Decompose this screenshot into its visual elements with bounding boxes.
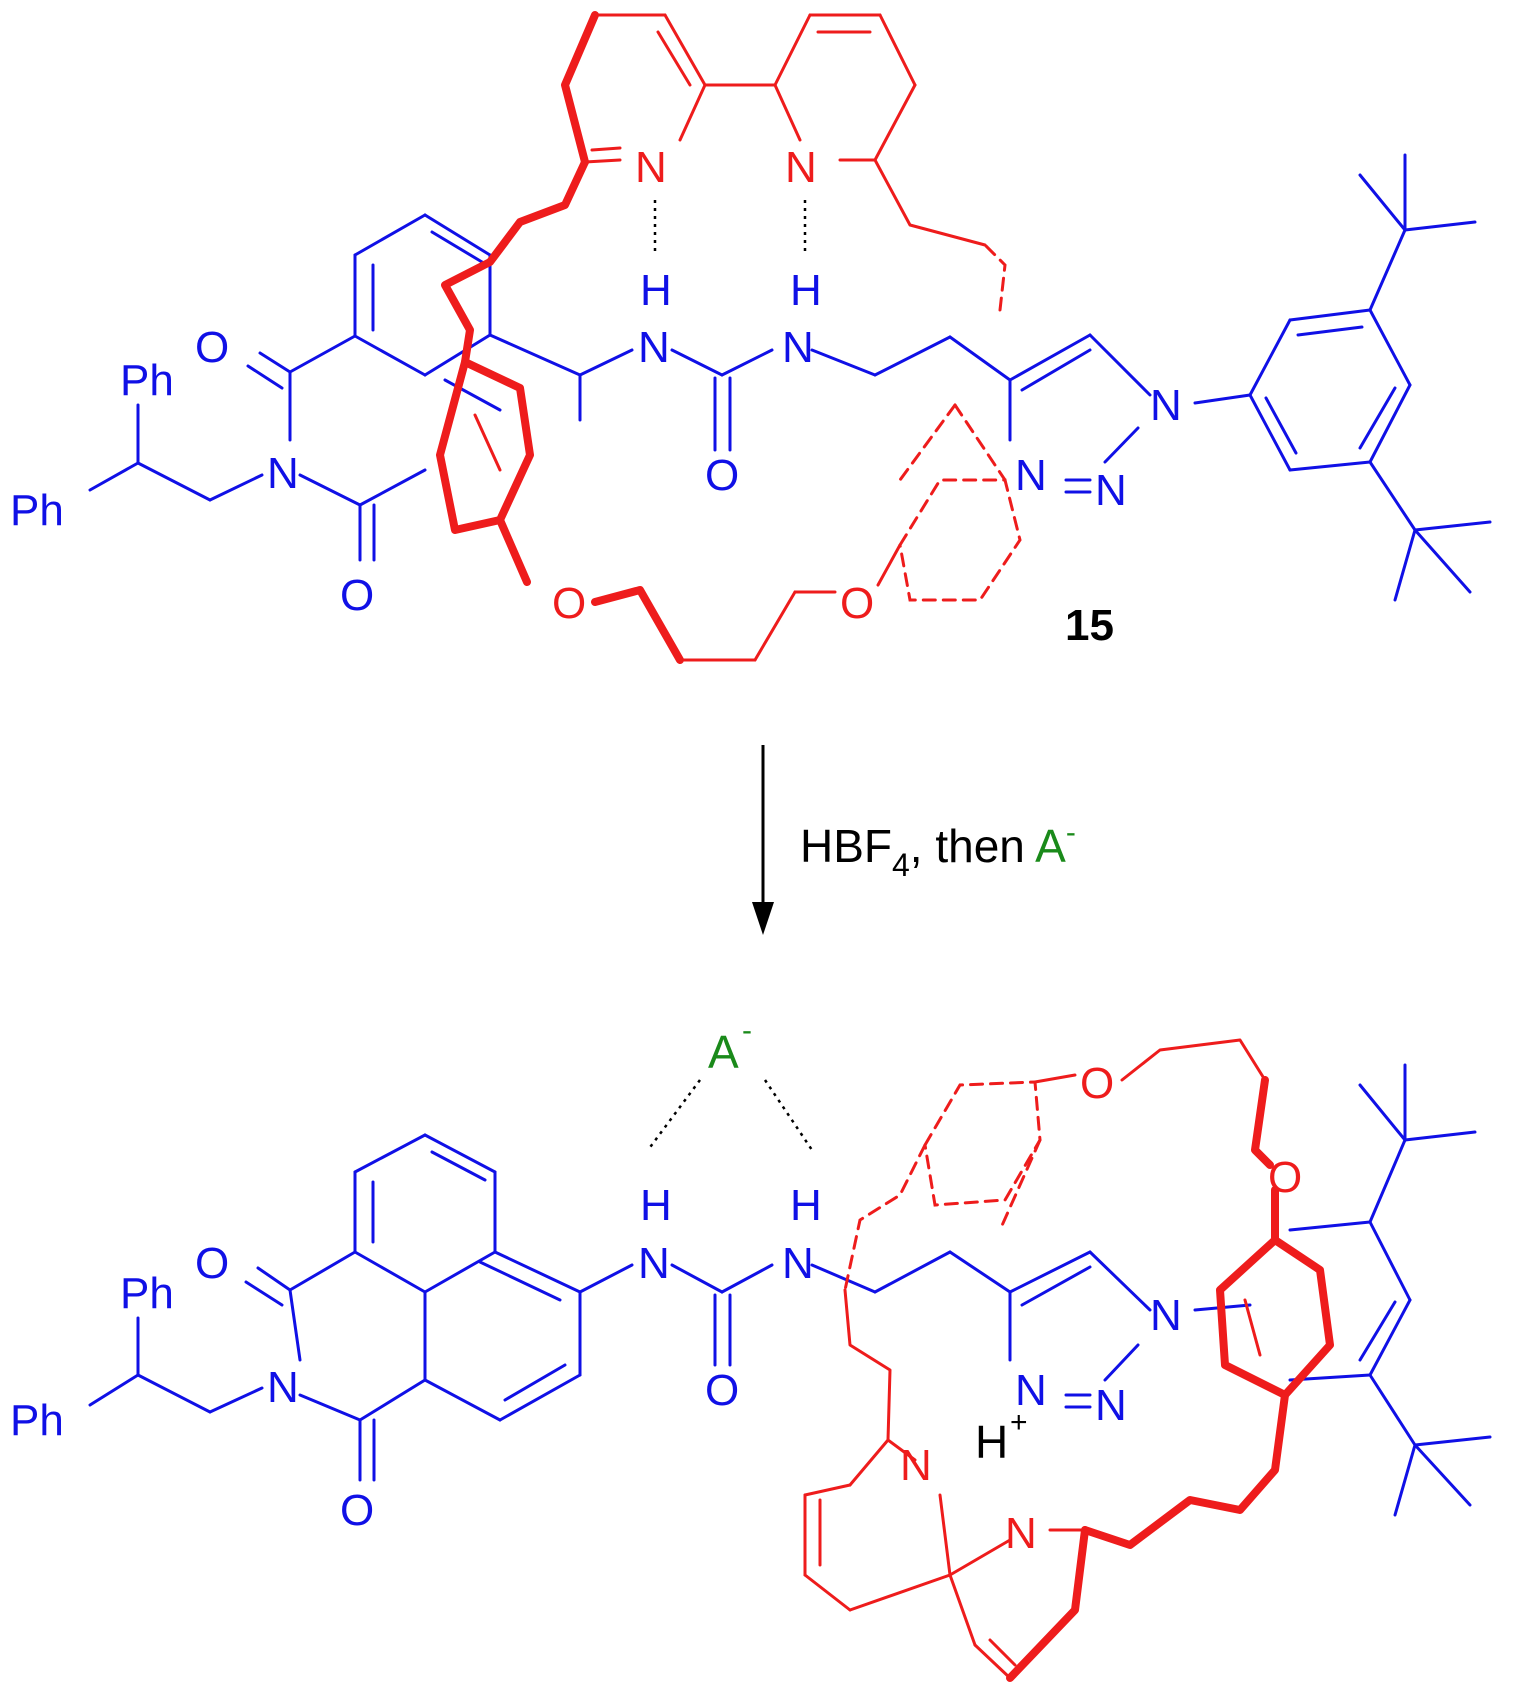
- atom-h-urea-left: H: [640, 266, 672, 315]
- atom-o-ether-lower: O: [1268, 1153, 1302, 1202]
- phenyl-label-bottom-b: Ph: [10, 1396, 64, 1445]
- atom-o-imide-bottom: O: [340, 571, 374, 620]
- reagent-middle: , then: [910, 820, 1035, 872]
- atom-n1-triazole-b: N: [1150, 1291, 1182, 1340]
- axle-top: [88, 153, 1492, 602]
- atom-n-urea-right-b: N: [782, 1239, 814, 1288]
- atom-n3-triazole-b: N: [1015, 1366, 1047, 1415]
- rotaxane-15: N N H H N N O O N O Ph Ph N N N O O 15: [10, 11, 1492, 664]
- atom-h-urea-left-b: H: [640, 1181, 672, 1230]
- atom-labels-top: N N H H N N O O N O Ph Ph N N N O O: [10, 143, 1182, 628]
- macrocycle-top: [436, 11, 1022, 664]
- atom-labels-bottom: H H N N O O N O Ph Ph N N N O O N N H +: [10, 1059, 1302, 1558]
- macrocycle-bottom: [803, 1038, 1334, 1682]
- atom-o-urea-b: O: [705, 1366, 739, 1415]
- atom-o-ether-upper: O: [1080, 1059, 1114, 1108]
- hydrogen-bonds-top: [653, 200, 807, 255]
- atom-n-urea-right: N: [782, 323, 814, 372]
- reagent-subscript: 4: [892, 847, 910, 883]
- atom-n-urea-left-b: N: [638, 1239, 670, 1288]
- atom-n2-triazole-b: N: [1095, 1381, 1127, 1430]
- atom-o-urea: O: [705, 451, 739, 500]
- atom-n-imide-b: N: [267, 1363, 299, 1412]
- reagent-label: HBF4, then A-: [800, 816, 1076, 883]
- proton-label: H: [975, 1416, 1008, 1468]
- atom-h-urea-right-b: H: [790, 1181, 822, 1230]
- phenyl-label-top: Ph: [120, 356, 174, 405]
- phenyl-label-bottom: Ph: [10, 486, 64, 535]
- atom-n-urea-left: N: [638, 323, 670, 372]
- atom-n-bipy-left: N: [635, 143, 667, 192]
- rotaxane-anion-complex: A -: [10, 1014, 1492, 1682]
- anion-hydrogen-bonds: [646, 1079, 814, 1151]
- reaction-arrow: [752, 745, 774, 935]
- atom-n3-triazole: N: [1015, 451, 1047, 500]
- compound-label: 15: [1065, 601, 1114, 650]
- atom-o-imide-top: O: [195, 323, 229, 372]
- atom-n-bipy-a: N: [900, 1441, 932, 1490]
- reagent-anion: A: [1035, 820, 1066, 872]
- atom-o-ether-left: O: [552, 579, 586, 628]
- anion-label: A: [708, 1026, 739, 1078]
- axle-bottom: [88, 1063, 1492, 1517]
- atom-n1-triazole: N: [1150, 381, 1182, 430]
- phenyl-label-top-b: Ph: [120, 1269, 174, 1318]
- proton-charge: +: [1010, 1406, 1028, 1439]
- arrow-head: [752, 902, 774, 935]
- atom-n-bipy-b: N: [1005, 1509, 1037, 1558]
- atom-o-ether-right: O: [840, 579, 874, 628]
- atom-n2-triazole: N: [1095, 466, 1127, 515]
- reagent-prefix: HBF: [800, 820, 892, 872]
- atom-n-imide: N: [267, 449, 299, 498]
- atom-h-urea-right: H: [790, 266, 822, 315]
- atom-o-imide-bottom-b: O: [340, 1486, 374, 1535]
- atom-o-imide-top-b: O: [195, 1239, 229, 1288]
- atom-n-bipy-right: N: [785, 143, 817, 192]
- reagent-anion-charge: -: [1066, 816, 1076, 849]
- anion-charge: -: [742, 1014, 752, 1047]
